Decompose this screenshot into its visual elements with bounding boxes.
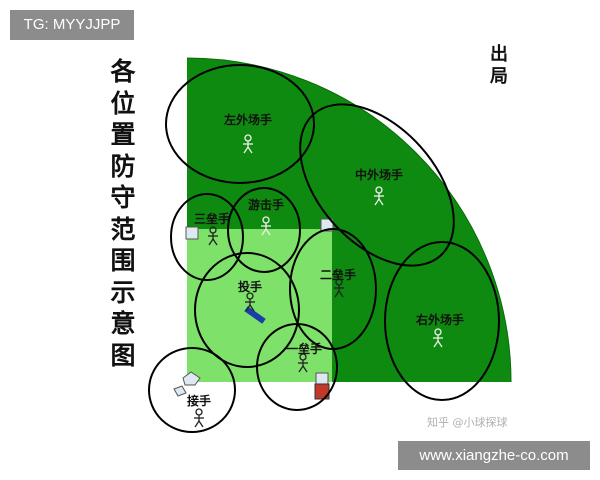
- infield-area: [187, 229, 332, 382]
- out-label: 出局: [490, 44, 508, 87]
- range-catcher: [148, 347, 236, 433]
- range-first-base: [256, 323, 338, 411]
- pitcher-rubber: [244, 306, 266, 324]
- label-first-base: 一垒手: [285, 342, 323, 356]
- first-base: [315, 372, 329, 385]
- range-pitcher: [194, 252, 300, 368]
- watermark: 知乎 @小球探球: [427, 416, 508, 429]
- label-right-field: 右外场手: [415, 313, 465, 327]
- label-pitcher: 投手: [237, 280, 263, 294]
- label-left-field: 左外场手: [223, 113, 273, 127]
- label-second-base: 二垒手: [319, 268, 357, 282]
- catcher-player-icon: [193, 408, 205, 428]
- range-left-field: [165, 64, 315, 184]
- range-right-field: [384, 241, 500, 401]
- second-base: [320, 218, 334, 232]
- label-third-base: 三垒手: [193, 212, 231, 226]
- range-center-field: [299, 103, 455, 267]
- label-catcher: 接手: [186, 394, 212, 408]
- url-badge: www.xiangzhe-co.com: [398, 441, 590, 470]
- label-shortstop: 游击手: [247, 198, 285, 212]
- diagram-title: 各位置防守范围示意图: [110, 57, 136, 370]
- range-shortstop: [227, 187, 301, 273]
- catcher-box: [173, 385, 187, 397]
- third-base: [185, 226, 199, 240]
- label-center-field: 中外场手: [354, 168, 404, 182]
- tg-badge: TG: MYYJJPP: [10, 10, 134, 40]
- range-third-base: [170, 193, 244, 281]
- home-plate: [182, 371, 201, 386]
